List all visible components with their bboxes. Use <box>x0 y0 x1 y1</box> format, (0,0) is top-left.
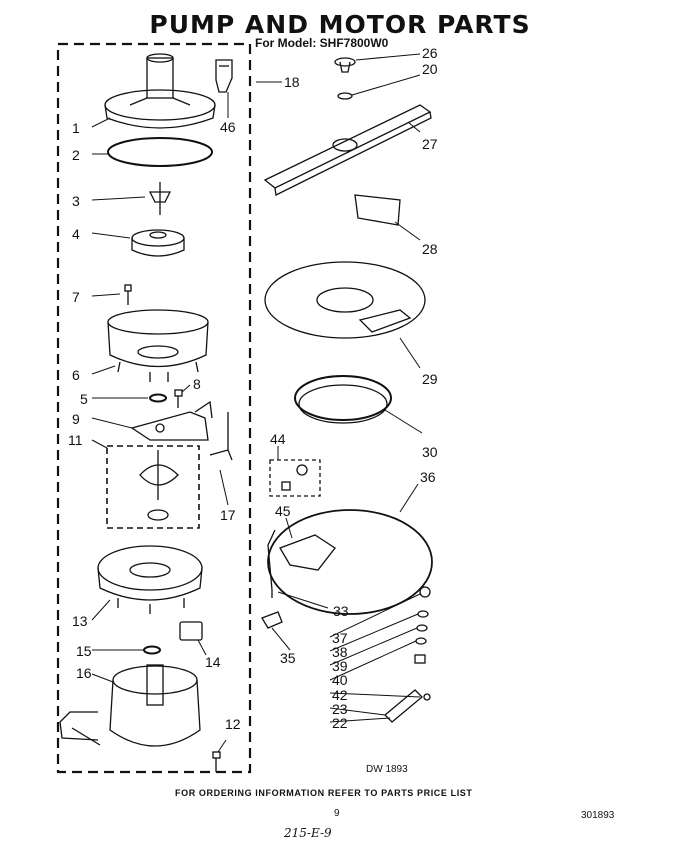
parts-22-23-42-valve <box>384 689 431 723</box>
part-7-screw <box>124 284 132 305</box>
callout-1: 1 <box>72 120 80 136</box>
callout-26: 26 <box>422 45 438 61</box>
callout-4: 4 <box>72 226 80 242</box>
part-6-pump-housing <box>107 309 209 382</box>
callout-27: 27 <box>422 136 438 152</box>
page-title: PUMP AND MOTOR PARTS <box>149 10 531 39</box>
callout-14: 14 <box>205 654 221 670</box>
callout-20: 20 <box>422 61 438 77</box>
part-28-deflector <box>354 194 401 226</box>
callout-15: 15 <box>76 643 92 659</box>
callout-18: 18 <box>284 74 300 90</box>
part-17-wire <box>209 412 233 461</box>
part-27-spray-arm <box>263 104 432 196</box>
assembly-11-dashed-border <box>106 445 200 529</box>
callout-29: 29 <box>422 371 438 387</box>
callout-6: 6 <box>72 367 80 383</box>
handwritten-note: 215-E-9 <box>284 826 332 840</box>
part-36-gasket <box>267 509 433 615</box>
callout-38: 38 <box>332 644 348 660</box>
part-2-o-ring <box>107 137 213 167</box>
page-number: 9 <box>334 808 340 819</box>
callout-13: 13 <box>72 613 88 629</box>
callout-39: 39 <box>332 658 348 674</box>
callout-5: 5 <box>80 391 88 407</box>
callout-16: 16 <box>76 665 92 681</box>
part-30-ring <box>294 375 392 424</box>
callout-3: 3 <box>72 193 80 209</box>
callout-2: 2 <box>72 147 80 163</box>
part-9-plate <box>130 400 213 441</box>
part-8-screw <box>174 389 183 408</box>
part-45-bracket <box>267 529 336 598</box>
callout-35: 35 <box>280 650 296 666</box>
callout-37: 37 <box>332 630 348 646</box>
part-13-motor-mount <box>97 545 203 614</box>
assembly-18-dashed-border <box>56 42 252 774</box>
part-20-washer <box>337 92 353 100</box>
part-5-seal <box>149 393 167 403</box>
callout-17: 17 <box>220 507 236 523</box>
callout-23: 23 <box>332 701 348 717</box>
parts-37-40-stack <box>414 586 431 664</box>
callout-45: 45 <box>275 503 291 519</box>
part-12-screw <box>212 751 221 772</box>
callout-30: 30 <box>422 444 438 460</box>
callout-28: 28 <box>422 241 438 257</box>
part-35-clip <box>261 611 283 629</box>
callout-42: 42 <box>332 687 348 703</box>
callout-8: 8 <box>193 376 201 392</box>
callout-46: 46 <box>220 119 236 135</box>
part-26-cap <box>334 57 356 73</box>
part-4-chopper <box>131 229 185 257</box>
callout-33: 33 <box>333 603 349 619</box>
part-16-motor <box>59 664 201 747</box>
ordering-note: FOR ORDERING INFORMATION REFER TO PARTS … <box>175 788 473 798</box>
callout-7: 7 <box>72 289 80 305</box>
part-29-filter-screen <box>264 261 426 339</box>
callout-36: 36 <box>420 469 436 485</box>
part-46-clip <box>215 59 233 93</box>
callout-40: 40 <box>332 672 348 688</box>
drawing-number: DW 1893 <box>366 764 408 775</box>
part-1-pump-cover <box>104 53 216 129</box>
part-number: 301893 <box>581 810 615 821</box>
callout-12: 12 <box>225 716 241 732</box>
part-11-rotor <box>139 450 179 521</box>
part-15-washer <box>143 645 161 655</box>
part-3-impeller <box>148 182 172 215</box>
callout-11: 11 <box>68 432 83 448</box>
callout-22: 22 <box>332 715 348 731</box>
assembly-44-dashed-border <box>269 459 321 497</box>
callout-9: 9 <box>72 411 80 427</box>
callout-44: 44 <box>270 431 286 447</box>
part-14-block <box>179 621 203 641</box>
model-label: For Model: SHF7800W0 <box>255 36 389 50</box>
part-44-fasteners <box>281 464 308 491</box>
